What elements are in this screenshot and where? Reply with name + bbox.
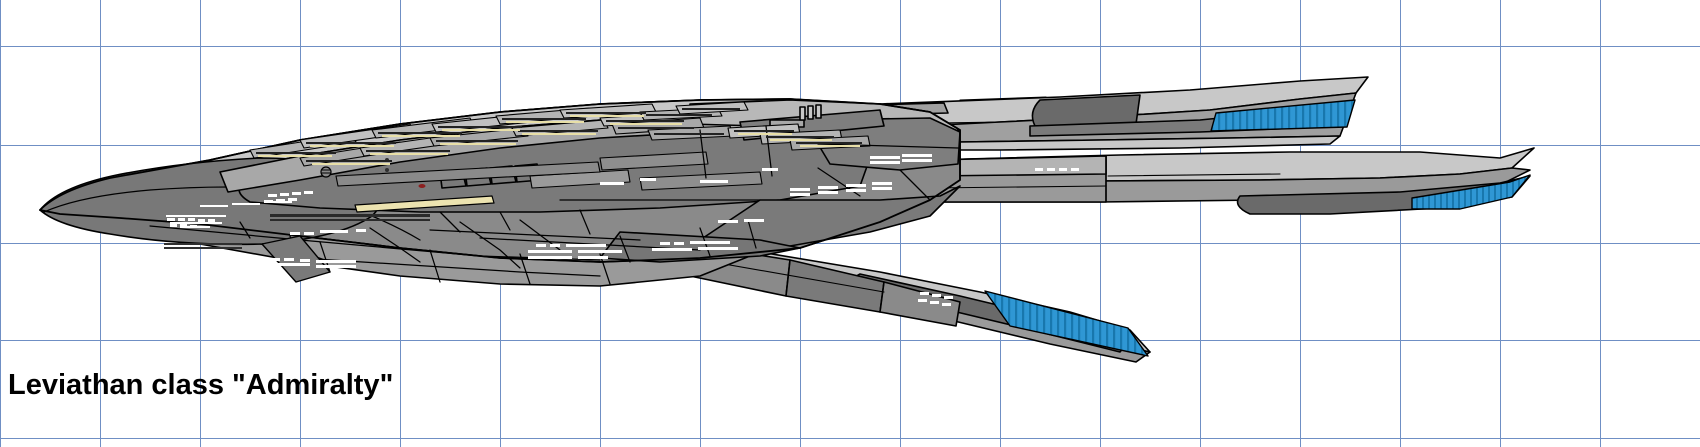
hatch-icon	[320, 166, 332, 178]
window-rows	[164, 108, 932, 268]
nacelle-middle	[929, 147, 1535, 215]
nacelle-lower	[689, 243, 1151, 363]
deflector-strip	[354, 195, 495, 213]
page-title: Leviathan class "Admiralty"	[8, 369, 394, 401]
ventral-fin	[261, 235, 331, 283]
